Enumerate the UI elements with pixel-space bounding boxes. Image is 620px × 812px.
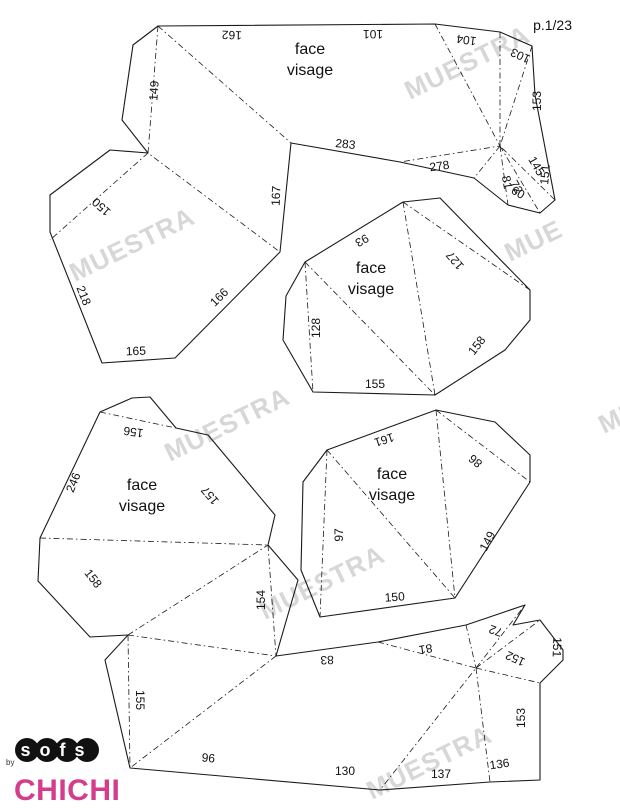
edge-number: 93 <box>352 231 371 250</box>
fold-line <box>402 201 531 291</box>
face-label: visage <box>119 498 165 515</box>
edge-number: 72 <box>507 178 526 197</box>
fold-line <box>402 201 436 396</box>
edge-number: 166 <box>207 285 231 309</box>
edge-number: 128 <box>309 318 323 338</box>
edge-number: 158 <box>465 333 489 358</box>
fold-line <box>377 641 477 791</box>
face-label: face <box>127 477 157 494</box>
edge-number: 153 <box>530 91 544 111</box>
pattern-piece-3: face visage 156 246 157 158 154 155 83 8… <box>37 396 565 791</box>
edge-number: 96 <box>201 750 216 765</box>
edge-number: 81 <box>418 641 434 657</box>
watermark: MUESTRA <box>64 201 199 287</box>
brand-by: by <box>6 758 15 767</box>
page-number: p.1/23 <box>533 17 572 33</box>
edge-number: 150 <box>384 589 405 604</box>
edge-number: 104 <box>455 32 477 49</box>
edge-number: 152 <box>503 648 527 669</box>
watermark: MUE <box>499 214 567 268</box>
face-label: visage <box>348 281 394 298</box>
face-label: visage <box>369 487 415 504</box>
edge-number: 149 <box>477 529 499 554</box>
fold-line <box>473 145 501 179</box>
edge-number: 218 <box>73 284 94 308</box>
edge-number: 60 <box>509 183 528 202</box>
pattern-piece-2: face visage 93 127 128 158 155 <box>282 197 531 396</box>
fold-line <box>127 634 277 657</box>
piece-outline <box>300 409 531 618</box>
edge-number: 161 <box>372 430 396 450</box>
fold-line <box>129 655 277 769</box>
fold-line <box>475 667 541 684</box>
pattern-piece-1: face visage 162 101 104 103 153 149 283 … <box>49 23 556 364</box>
edge-number: 158 <box>81 566 105 591</box>
fold-line <box>435 409 531 483</box>
edge-number: 167 <box>269 185 284 206</box>
face-label: face <box>356 260 386 277</box>
edge-number: 283 <box>335 136 357 152</box>
edge-number: 151 <box>550 637 565 658</box>
watermark: MUESTRA <box>254 539 389 625</box>
watermark: MUESTRA <box>593 353 620 439</box>
edge-number: 278 <box>429 158 451 175</box>
edge-number: 162 <box>221 28 242 43</box>
edge-number: 151 <box>537 164 553 185</box>
face-label: face <box>295 41 325 58</box>
edge-number: 157 <box>198 483 222 508</box>
fold-line <box>475 667 491 783</box>
edge-number: 86 <box>466 451 485 471</box>
edge-number: 101 <box>363 27 383 41</box>
fold-line <box>304 261 314 393</box>
fold-line <box>157 25 292 144</box>
watermark: MUESTRA <box>159 381 294 467</box>
face-label: face <box>377 466 407 483</box>
edge-number: 154 <box>254 590 268 610</box>
edge-number: 137 <box>431 767 451 781</box>
edge-number: 153 <box>514 708 528 728</box>
logo-text: sofs <box>20 740 93 760</box>
sofs-logo: sofs <box>15 738 99 762</box>
fold-line <box>326 449 456 599</box>
piece-outline <box>37 396 564 791</box>
edge-number: 155 <box>133 690 147 710</box>
edge-number: 246 <box>63 470 84 494</box>
edge-number: 150 <box>89 195 113 219</box>
watermark: MUESTRA <box>361 719 496 805</box>
edge-number: 155 <box>365 377 385 391</box>
fold-line <box>127 634 131 769</box>
piece-outline <box>282 197 531 396</box>
watermark: MUESTRA <box>399 19 534 105</box>
fold-line <box>304 261 436 396</box>
fold-line <box>39 537 269 546</box>
brand-block: by sofs CHICHI YOGA <box>0 722 200 812</box>
edge-number: 81 <box>499 175 515 191</box>
fold-line <box>499 145 509 206</box>
face-label: visage <box>287 62 333 79</box>
fold-line <box>435 409 456 599</box>
edge-number: 136 <box>489 756 511 773</box>
edge-number: 72 <box>487 622 505 640</box>
edge-number: 83 <box>320 653 334 667</box>
fold-line <box>319 449 328 618</box>
edge-number: 127 <box>443 248 467 273</box>
edge-number: 149 <box>146 80 161 101</box>
edge-number: 130 <box>335 764 355 778</box>
fold-line <box>267 544 277 657</box>
brand-name: CHICHI YOGA <box>14 774 121 812</box>
edge-number: 97 <box>332 528 346 542</box>
edge-number: 165 <box>126 344 147 359</box>
fold-line <box>127 544 269 636</box>
edge-number: 156 <box>122 424 144 441</box>
fold-line <box>49 152 149 241</box>
fold-line <box>465 624 477 669</box>
